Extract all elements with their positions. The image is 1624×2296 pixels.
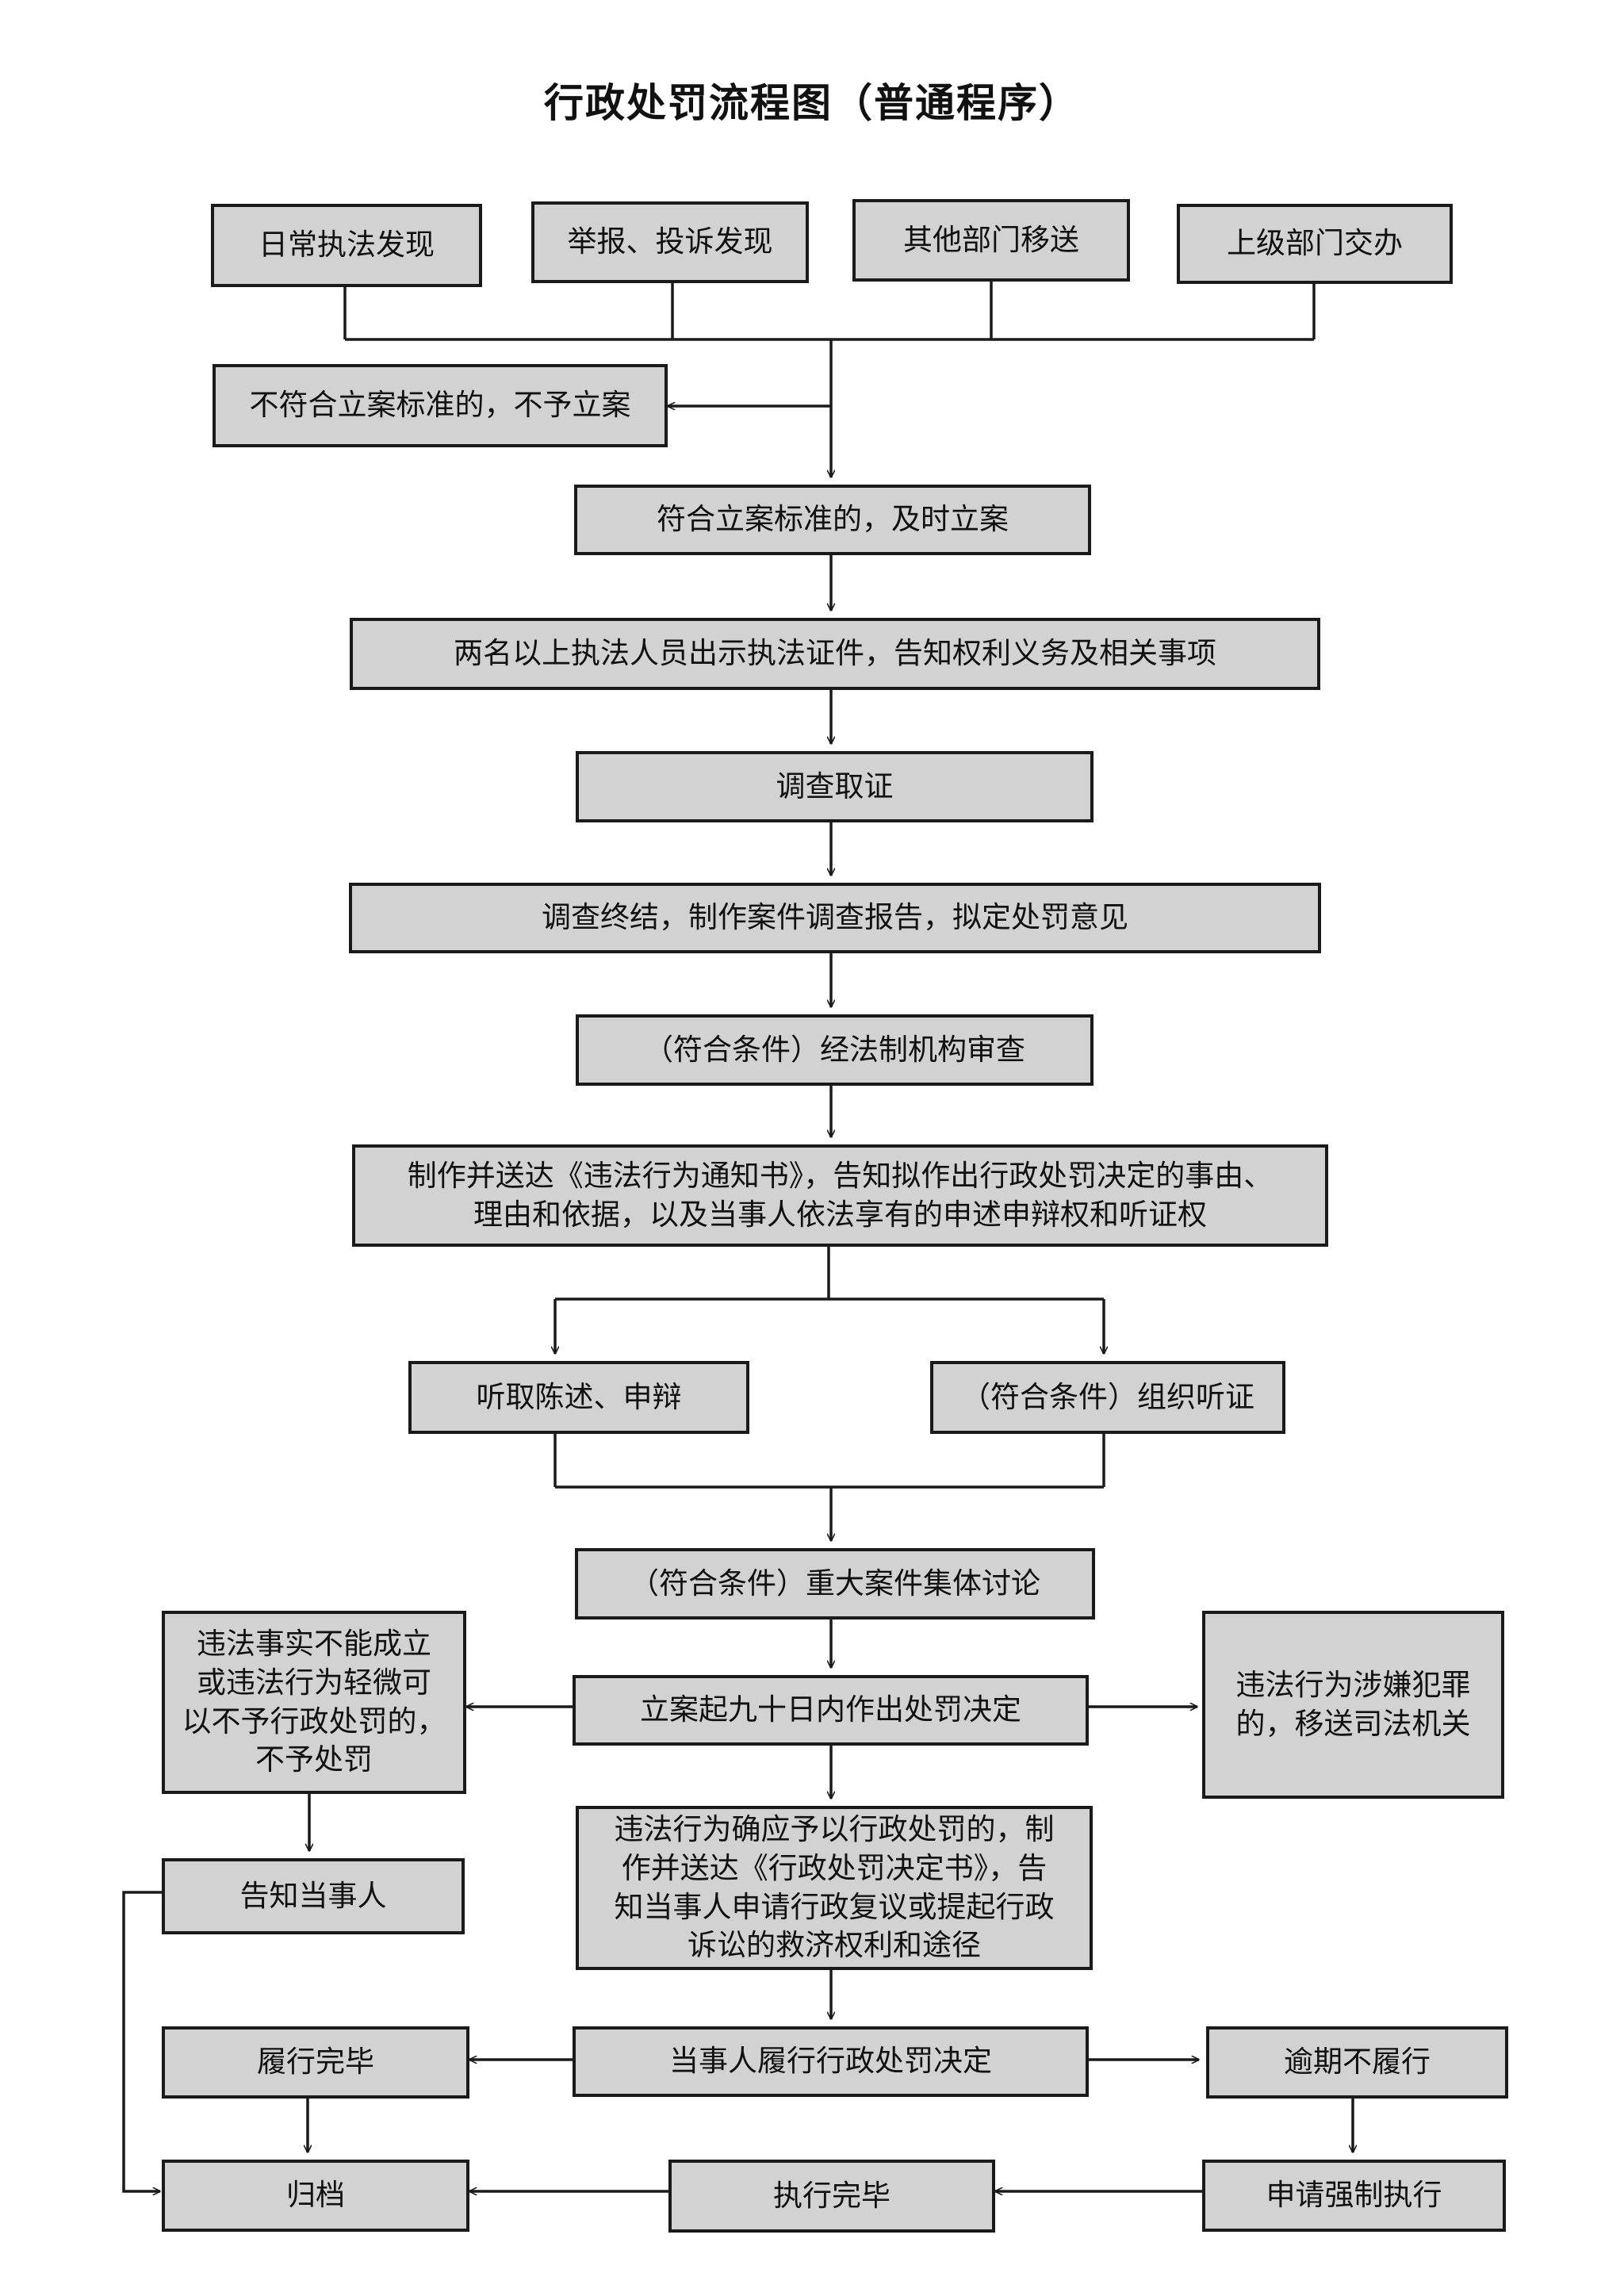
box-label: 调查终结，制作案件调查报告，拟定处罚意见 [542,900,1128,935]
box-line: 违法行为确应予以行政处罚的，制 [614,1811,1055,1846]
box-line: 知当事人申请行政复议或提起行政 [614,1889,1055,1924]
box-label: 归档 [286,2178,345,2213]
box-line: 或违法行为轻微可 [197,1665,431,1700]
box-label: 当事人履行行政处罚决定 [669,2044,992,2079]
box-filed: 符合立案标准的，及时立案 [574,485,1091,555]
box-archive: 归档 [162,2160,469,2232]
box-line: 诉讼的救济权利和途径 [688,1928,981,1963]
box-line: 违法行为涉嫌犯罪 [1235,1667,1471,1702]
box-text: 违法行为确应予以行政处罚的，制 作并送达《行政处罚决定书》，告 知当事人申请行政… [615,1811,1055,1965]
box-show-credentials: 两名以上执法人员出示执法证件，告知权利义务及相关事项 [350,618,1320,690]
box-line: 制作并送达《违法行为通知书》，告知拟作出行政处罚决定的事由、 [407,1158,1274,1193]
box-line: 的，移送司法机关 [1235,1706,1471,1741]
box-text: 制作并送达《违法行为通知书》，告知拟作出行政处罚决定的事由、 理由和依据，以及当… [408,1157,1274,1235]
box-superior-assignment: 上级部门交办 [1177,204,1453,284]
box-label: （符合条件）经法制机构审查 [644,1032,1025,1067]
box-label: 履行完毕 [257,2045,374,2079]
box-line: 不予处罚 [255,1742,373,1777]
box-label: 举报、投诉发现 [567,224,773,259]
box-not-filed: 不符合立案标准的，不予立案 [213,364,668,447]
box-statement-defense: 听取陈述、申辩 [408,1361,749,1434]
box-investigate: 调查取证 [576,751,1094,822]
box-line: 作并送达《行政处罚决定书》，告 [621,1850,1048,1885]
box-label: 符合立案标准的，及时立案 [657,502,1009,537]
box-label: 听取陈述、申辩 [476,1379,682,1414]
box-label: 上级部门交办 [1227,226,1403,261]
box-line: 违法事实不能成立 [197,1626,431,1661]
box-performance-done: 履行完毕 [162,2026,469,2099]
box-penalty-decision: 立案起九十日内作出处罚决定 [573,1675,1089,1746]
box-violation-notice: 制作并送达《违法行为通知书》，告知拟作出行政处罚决定的事由、 理由和依据，以及当… [352,1144,1328,1247]
box-label: 其他部门移送 [903,222,1079,257]
box-compulsory-enforcement: 申请强制执行 [1202,2160,1506,2232]
box-label: 两名以上执法人员出示执法证件，告知权利义务及相关事项 [454,636,1216,671]
box-label: 逾期不履行 [1284,2045,1431,2079]
box-text: 违法事实不能成立 或违法行为轻微可 以不予行政处罚的， 不予处罚 [182,1625,446,1780]
box-label: 日常执法发现 [259,228,435,263]
box-party-performs: 当事人履行行政处罚决定 [573,2026,1089,2097]
box-hearing: （符合条件）组织听证 [930,1361,1285,1434]
box-line: 以不予行政处罚的， [182,1704,446,1738]
connector-arrow [122,1891,162,2191]
box-label: （符合条件）重大案件集体讨论 [630,1566,1040,1600]
box-inform-party: 告知当事人 [162,1858,465,1934]
box-report-complaint: 举报、投诉发现 [531,201,809,283]
box-no-penalty: 违法事实不能成立 或违法行为轻微可 以不予行政处罚的， 不予处罚 [162,1611,466,1794]
box-overdue: 逾期不履行 [1206,2026,1508,2099]
box-label: （符合条件）组织听证 [961,1379,1254,1414]
box-legal-review: （符合条件）经法制机构审查 [576,1014,1094,1086]
box-department-transfer: 其他部门移送 [852,199,1130,282]
box-label: 调查取证 [776,769,894,803]
box-investigation-report: 调查终结，制作案件调查报告，拟定处罚意见 [349,883,1321,953]
box-label: 立案起九十日内作出处罚决定 [640,1692,1021,1727]
box-label: 申请强制执行 [1266,2178,1442,2213]
box-decision-document: 违法行为确应予以行政处罚的，制 作并送达《行政处罚决定书》，告 知当事人申请行政… [576,1806,1093,1970]
page-title: 行政处罚流程图（普通程序） [544,79,1080,126]
box-label: 不符合立案标准的，不予立案 [249,388,631,423]
box-collective-discussion: （符合条件）重大案件集体讨论 [575,1548,1095,1619]
box-execution-done: 执行完毕 [668,2160,995,2233]
box-criminal-transfer: 违法行为涉嫌犯罪 的，移送司法机关 [1202,1611,1504,1799]
box-line: 理由和依据，以及当事人依法享有的申述申辩权和听证权 [473,1197,1207,1232]
box-daily-discovery: 日常执法发现 [211,204,482,287]
box-label: 执行完毕 [773,2178,891,2213]
box-label: 告知当事人 [239,1878,387,1913]
box-text: 违法行为涉嫌犯罪 的，移送司法机关 [1236,1666,1471,1744]
